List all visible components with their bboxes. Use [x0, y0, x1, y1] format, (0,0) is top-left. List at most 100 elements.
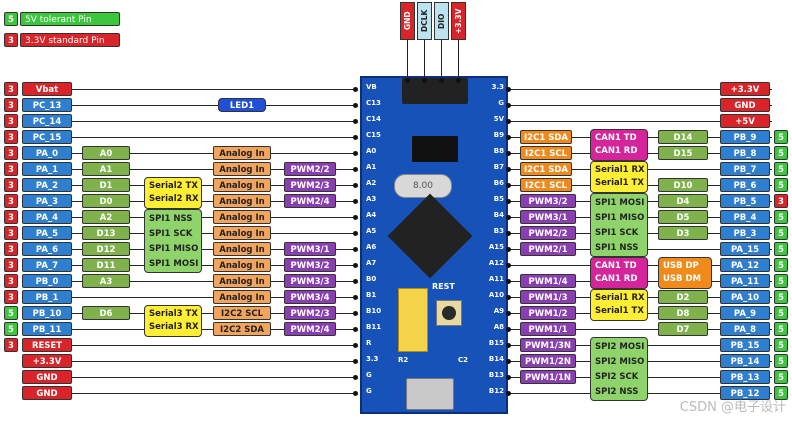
board-left-pin-silk: C14 [366, 115, 381, 123]
top-pin-dclk: DCLK [417, 2, 432, 40]
spi1-item: SPI1 NSS [595, 243, 639, 253]
right-voltage-badge: 5 [774, 386, 788, 400]
left-voltage-badge: 3 [4, 242, 18, 256]
top-pin-dio: DIO [434, 2, 449, 40]
right-i2c1-label: I2C1 SCL [520, 146, 572, 160]
board-left-pin-silk: G [366, 387, 372, 395]
board-right-pin-silk: B15 [488, 339, 504, 347]
left-pin-label-pb_0: PB_0 [22, 274, 72, 288]
top-pin-wire [407, 40, 408, 80]
spi1-item: SPI1 MISO [595, 213, 645, 223]
right-voltage-badge: 5 [774, 242, 788, 256]
left-voltage-badge: 3 [4, 194, 18, 208]
left-voltage-badge: 3 [4, 82, 18, 96]
pin-header-dot [506, 343, 511, 348]
pin-header-dot [506, 359, 511, 364]
right-voltage-badge: 5 [774, 162, 788, 176]
right-pin-label-+3.3v: +3.3V [720, 82, 770, 96]
pin-header-dot [506, 231, 511, 236]
right-pin-label-pa_8: PA_8 [720, 322, 770, 336]
pin-header-dot [506, 263, 511, 268]
left-digital-label: D13 [82, 226, 130, 240]
left-pin-label-pa_2: PA_2 [22, 178, 72, 192]
pin-header-dot [506, 87, 511, 92]
left-pwm-label: PWM2/3 [284, 178, 336, 192]
right-pin-label-gnd: GND [720, 98, 770, 112]
pin-header-dot [353, 295, 358, 300]
left-digital-label: D0 [82, 194, 130, 208]
pin-header-dot [353, 359, 358, 364]
left-pin-label-+3.3v: +3.3V [22, 354, 72, 368]
right-voltage-badge: 5 [774, 354, 788, 368]
pin-wire [510, 105, 772, 106]
board-left-pin-silk: C15 [366, 131, 381, 139]
pin-header-dot [506, 151, 511, 156]
board-left-pin-silk: A2 [366, 179, 377, 187]
right-pwm-label: PWM1/4 [520, 274, 576, 288]
left-voltage-badge: 5 [4, 322, 18, 336]
serial3-item: Serial3 RX [149, 322, 199, 332]
pin-header-dot [353, 215, 358, 220]
voltage-regulator [412, 136, 458, 162]
board-right-pin-silk: 3.3 [491, 83, 504, 91]
pin-wire [510, 89, 772, 90]
board-right-pin-silk: B4 [493, 211, 504, 219]
board-left-pin-silk: A3 [366, 195, 377, 203]
pin-header-dot [506, 279, 511, 284]
spi1-item: SPI1 MOSI [149, 259, 199, 269]
left-pwm-label: PWM3/3 [284, 274, 336, 288]
right-pwm-label: PWM1/1 [520, 322, 576, 336]
board-right-pin-silk: B8 [493, 147, 504, 155]
right-pin-label-pb_12: PB_12 [720, 386, 770, 400]
pin-header-dot [353, 375, 358, 380]
top-pin-dot [456, 78, 461, 83]
right-voltage-badge: 5 [774, 306, 788, 320]
board-right-pin-silk: B12 [488, 387, 504, 395]
pin-header-dot [353, 87, 358, 92]
micro-usb-port[interactable] [406, 378, 454, 410]
pin-header-dot [353, 343, 358, 348]
left-digital-label: D12 [82, 242, 130, 256]
right-pin-label-pa_15: PA_15 [720, 242, 770, 256]
boot-jumpers [398, 288, 428, 352]
right-pin-label-+5v: +5V [720, 114, 770, 128]
can1-item: CAN1 TD [595, 261, 637, 271]
reset-button[interactable] [436, 300, 462, 326]
right-pin-label-pb_13: PB_13 [720, 370, 770, 384]
board-left-pin-silk: R [366, 339, 372, 347]
right-digital-label: D3 [658, 226, 708, 240]
left-pwm-label: PWM2/2 [284, 162, 336, 176]
board-right-pin-silk: B3 [493, 227, 504, 235]
right-pwm-label: PWM1/2N [520, 354, 576, 368]
pin-wire [510, 121, 772, 122]
board-right-pin-silk: B9 [493, 131, 504, 139]
right-digital-label: D15 [658, 146, 708, 160]
pin-wire [24, 153, 358, 154]
right-pin-label-pb_14: PB_14 [720, 354, 770, 368]
top-pin-dot [422, 78, 427, 83]
board-right-pin-silk: B14 [488, 355, 504, 363]
serial1-item: Serial1 RX [595, 165, 645, 175]
right-voltage-badge: 5 [774, 274, 788, 288]
right-pin-label-pb_9: PB_9 [720, 130, 770, 144]
left-pin-label-pa_5: PA_5 [22, 226, 72, 240]
mcu-chip [387, 193, 473, 279]
right-digital-label: D2 [658, 290, 708, 304]
top-pin-wire [458, 40, 459, 80]
left-analog-label: I2C2 SCL [213, 306, 271, 320]
pin-header-dot [506, 135, 511, 140]
pin-header-dot [506, 199, 511, 204]
right-voltage-badge: 5 [774, 338, 788, 352]
left-voltage-badge: 5 [4, 306, 18, 320]
left-pwm-label: PWM3/1 [284, 242, 336, 256]
right-pin-label-pb_8: PB_8 [720, 146, 770, 160]
left-analog-label: Analog In [213, 210, 271, 224]
board-left-pin-silk: A1 [366, 163, 377, 171]
legend-num-5: 5 [4, 12, 18, 26]
right-voltage-badge: 5 [774, 210, 788, 224]
left-analog-label: I2C2 SDA [213, 322, 271, 336]
right-pin-label-pb_7: PB_7 [720, 162, 770, 176]
